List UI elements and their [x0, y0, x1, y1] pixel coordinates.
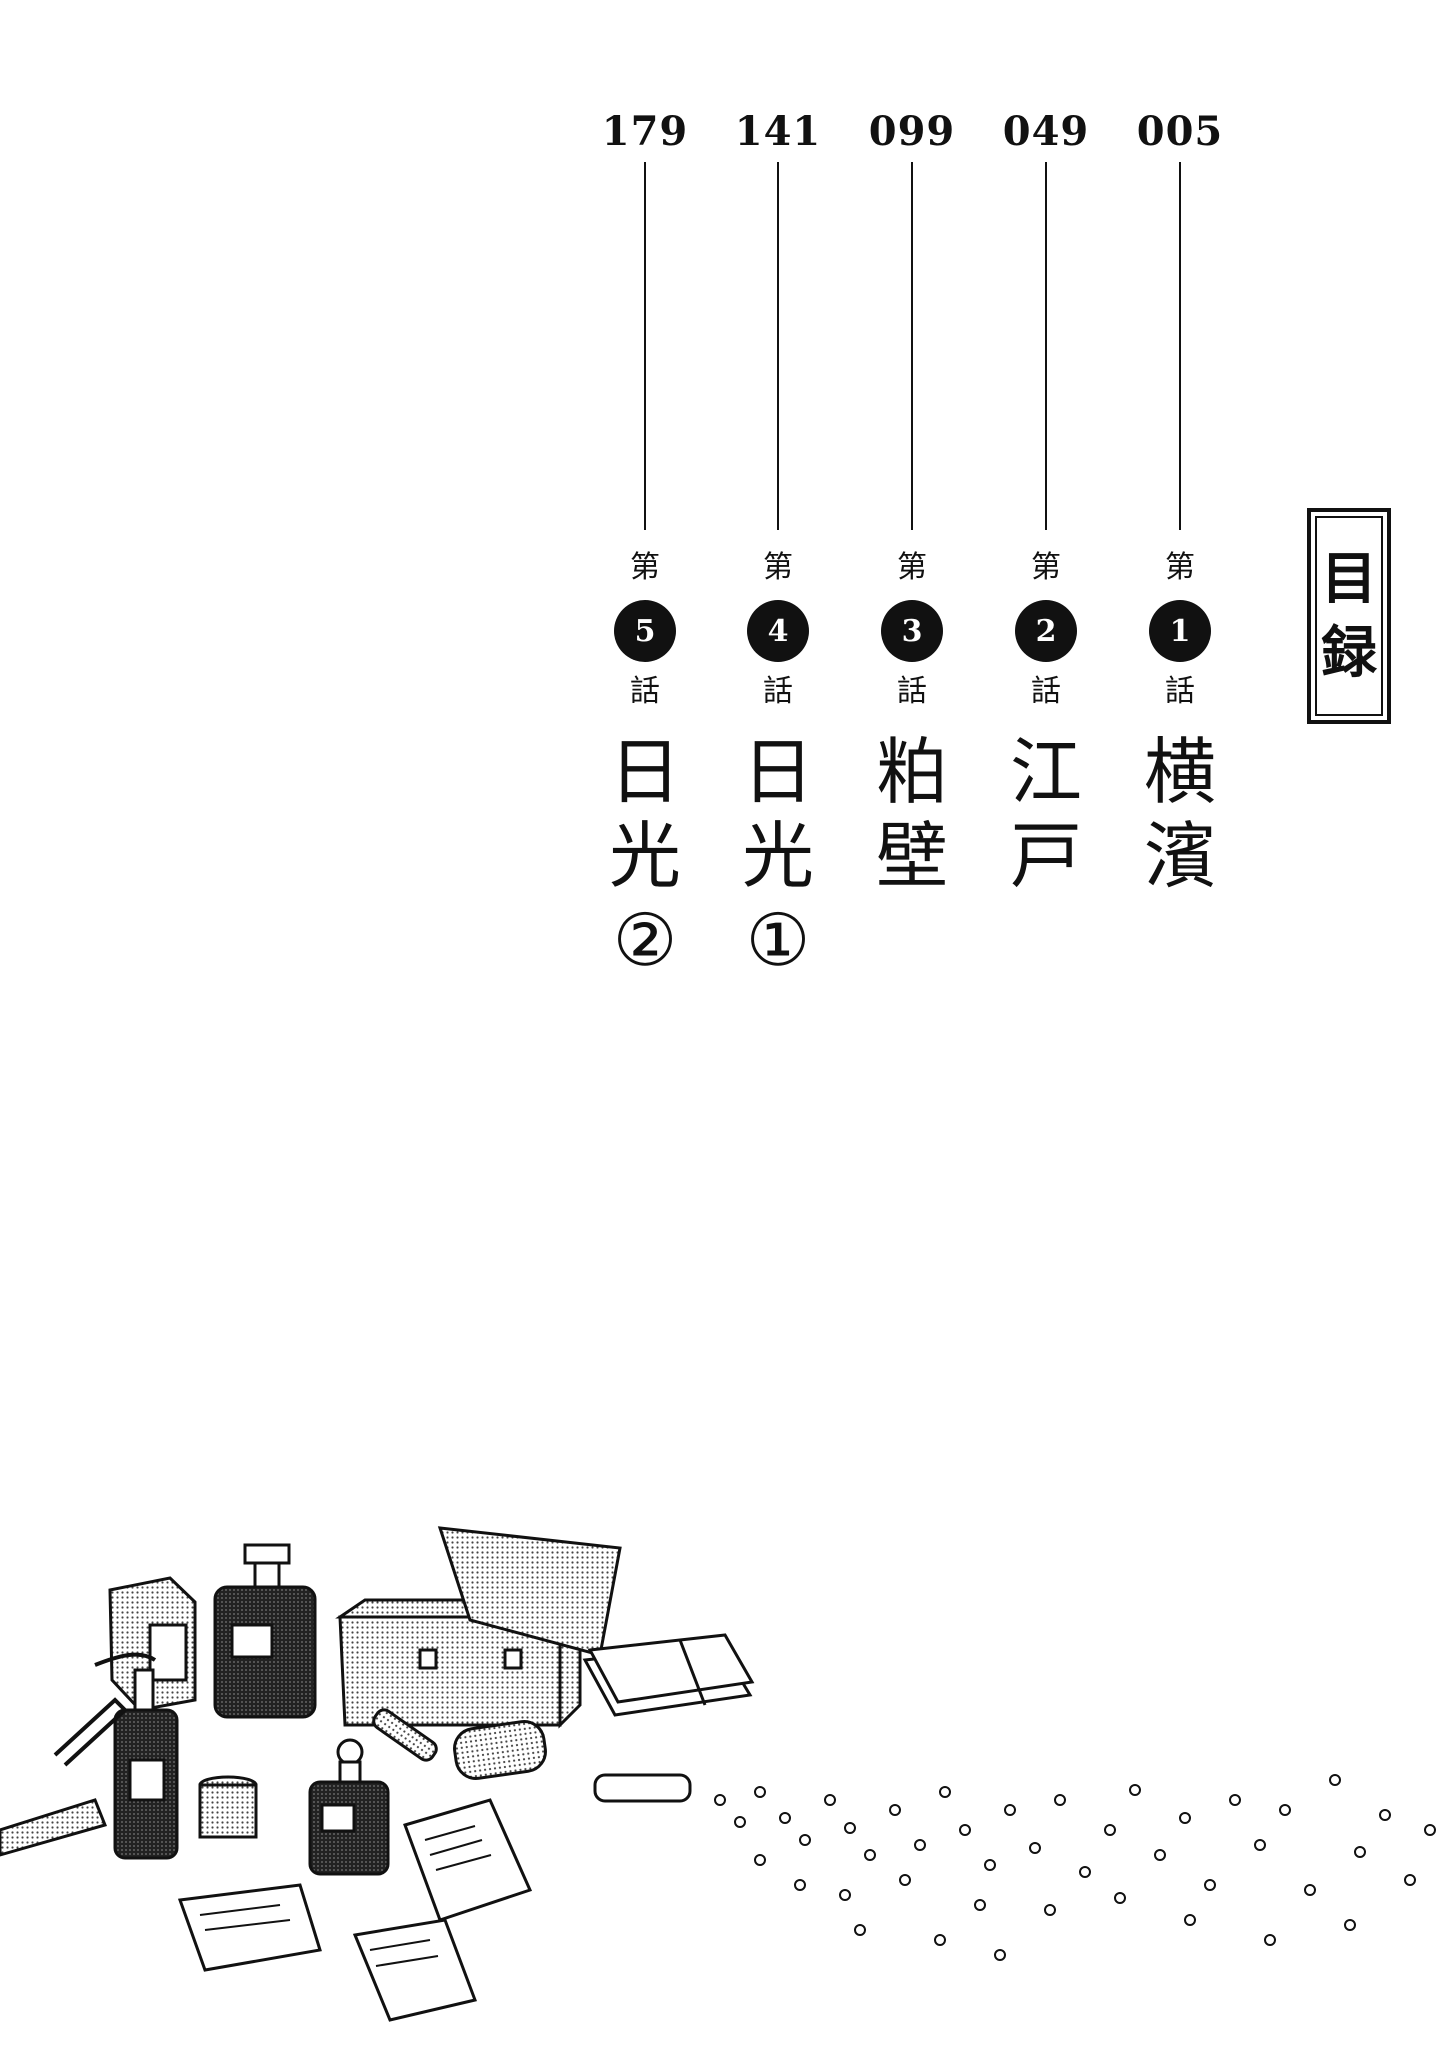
chapter-suffix: 話 [1165, 674, 1195, 709]
chapter-title: 日 光 ② [609, 730, 681, 982]
page-number: 099 [868, 108, 956, 155]
title-char: ① [745, 898, 811, 982]
leader-line [777, 162, 779, 530]
leader-line [1045, 162, 1047, 530]
chapter-prefix: 第 [630, 550, 660, 585]
chapter-suffix: 話 [763, 674, 793, 709]
chapter-number-badge: 2 [1015, 600, 1077, 662]
tweezers-icon [53, 1652, 157, 1767]
title-char: 横 [1143, 730, 1216, 814]
chapter-number-badge: 5 [614, 600, 676, 662]
title-char: 濱 [1143, 814, 1216, 898]
chapter-prefix: 第 [763, 550, 793, 585]
medicine-kit-illustration [0, 1526, 1436, 2022]
chapter-title: 粕 壁 [876, 730, 948, 898]
chapter-entry-5[interactable]: 179 第 5 話 日 光 ② [580, 108, 710, 982]
scattered-pills-icon [714, 1774, 1436, 1961]
toc-heading-box: 目 録 [1307, 508, 1391, 724]
chapter-entry-4[interactable]: 141 第 4 話 日 光 ① [713, 108, 843, 982]
chapter-entry-2[interactable]: 049 第 2 話 江 戸 [981, 108, 1111, 898]
title-char: 光 [608, 814, 681, 898]
chapter-number-badge: 4 [747, 600, 809, 662]
leader-line [1179, 162, 1181, 530]
toc-heading-char-2: 録 [1321, 620, 1377, 686]
leader-line [644, 162, 646, 530]
chapter-suffix: 話 [897, 674, 927, 709]
title-char: 日 [741, 730, 814, 814]
chapter-suffix: 話 [1031, 674, 1061, 709]
paper-stack-icon [582, 1633, 755, 1717]
chapter-prefix: 第 [1031, 550, 1061, 585]
jar-icon [198, 1775, 258, 1839]
chapter-prefix: 第 [897, 550, 927, 585]
title-char: 壁 [875, 814, 948, 898]
pill-box-icon [108, 1576, 197, 1712]
medicine-bottle-icon [113, 1668, 179, 1860]
medicine-case-icon [335, 1526, 622, 1729]
toc-heading-char-1: 目 [1321, 546, 1377, 612]
chapter-entry-1[interactable]: 005 第 1 話 横 濱 [1115, 108, 1245, 898]
vial-icon [372, 1708, 692, 1803]
chapter-prefix: 第 [1165, 550, 1195, 585]
leader-line [911, 162, 913, 530]
chapter-title: 横 濱 [1144, 730, 1216, 898]
chapter-suffix: 話 [630, 674, 660, 709]
title-char: 江 [1009, 730, 1082, 814]
title-char: 日 [608, 730, 681, 814]
chapter-number-badge: 3 [881, 600, 943, 662]
letter-icon [177, 1798, 533, 2022]
medicine-bottle-icon [213, 1543, 317, 1719]
chapter-entry-3[interactable]: 099 第 3 話 粕 壁 [847, 108, 977, 898]
chapter-title: 日 光 ① [742, 730, 814, 982]
title-char: 光 [741, 814, 814, 898]
page-number: 179 [601, 108, 689, 155]
title-char: ② [612, 898, 678, 982]
tin-can-icon [453, 1720, 547, 1780]
page-number: 141 [734, 108, 822, 155]
page-number: 049 [1002, 108, 1090, 155]
page-number: 005 [1136, 108, 1224, 155]
title-char: 戸 [1009, 814, 1082, 898]
medicine-bottle-icon [308, 1738, 390, 1876]
chapter-number-badge: 1 [1149, 600, 1211, 662]
title-char: 粕 [875, 730, 948, 814]
chapter-title: 江 戸 [1010, 730, 1082, 898]
funnel-icon [0, 1798, 108, 1857]
